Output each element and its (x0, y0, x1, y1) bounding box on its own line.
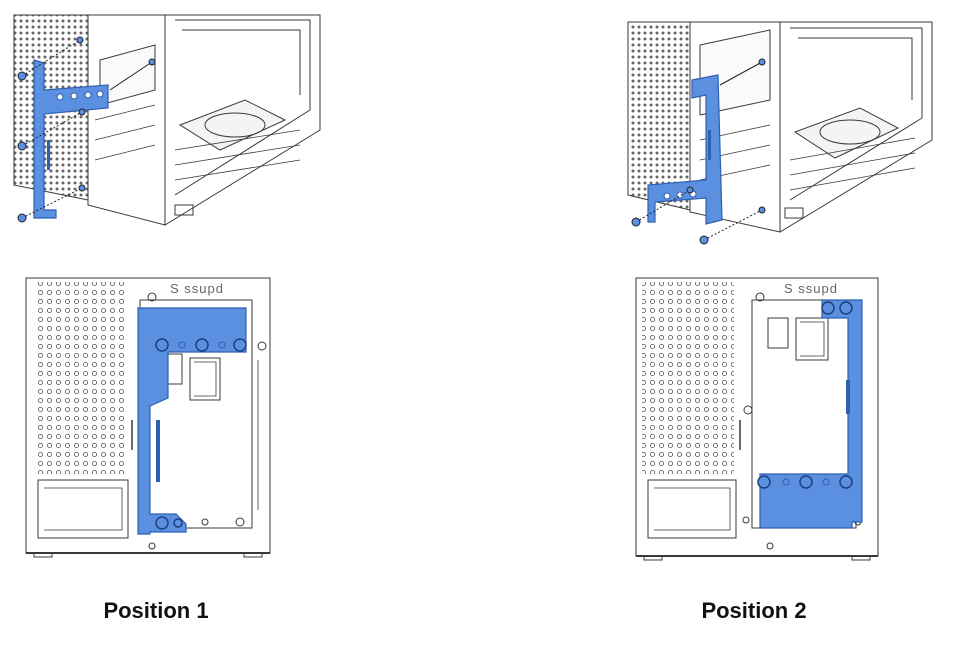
bracket-position-2-front (757, 299, 863, 529)
caption-position-1: Position 1 (103, 598, 209, 623)
bracket-position-1-iso (33, 59, 109, 219)
bracket-position-2-iso (647, 74, 723, 225)
screws-iso-1 (17, 36, 156, 223)
iso-view-position-2 (627, 21, 933, 233)
iso-view-position-1 (13, 14, 321, 226)
caption-position-2: Position 2 (701, 598, 807, 623)
screws-iso-2 (631, 58, 766, 245)
brand-logo-1: S ssupd (170, 281, 224, 296)
brand-logo-2: S ssupd (784, 281, 838, 296)
bracket-position-1-front (137, 307, 247, 535)
